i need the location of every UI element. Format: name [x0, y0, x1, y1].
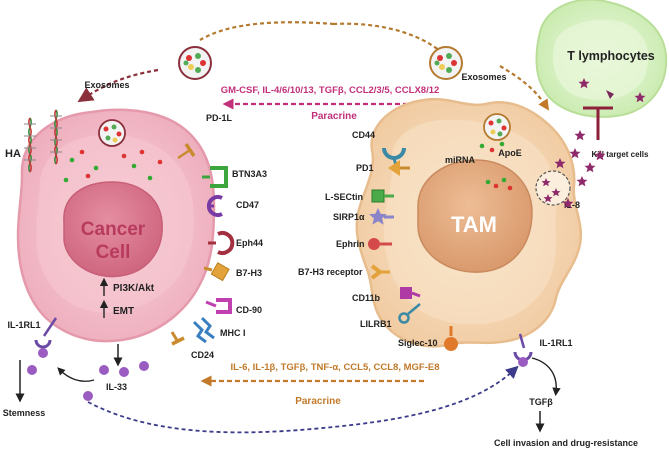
exosome-icon — [429, 46, 463, 80]
exosome-icon — [98, 119, 126, 147]
b7-h3-receptor-icon — [203, 262, 230, 282]
cd47-receptor-icon — [206, 195, 223, 217]
top-cytokines-label: GM-CSF, IL-4/6/10/13, TGFβ, CCL2/3/5, CC… — [221, 85, 440, 96]
invasion-label: Cell invasion and drug-resistance — [494, 438, 638, 448]
exosome-arrow-to-tam — [499, 65, 550, 111]
il-33-ligand — [518, 357, 528, 367]
b7-h3-receptor-partner-icon — [370, 264, 390, 280]
exosome-icon — [178, 46, 212, 80]
il-1rl1-right-label: IL-1RL1 — [539, 338, 572, 348]
ephrin-receptor-icon — [368, 238, 392, 250]
emt-label: EMT — [113, 306, 134, 317]
il-33-ligand — [38, 348, 48, 358]
ha-label: HA — [5, 148, 21, 160]
inhibition-bar-icon — [583, 106, 613, 140]
receptor-label-pd-1l: PD-1L — [206, 113, 233, 123]
exosome-arrow-to-cancer — [77, 68, 159, 103]
tam-nucleus — [417, 159, 533, 273]
il-33-autocrine-arrow — [57, 367, 95, 382]
vesicle-dots — [63, 149, 163, 183]
mirna-label: miRNA — [445, 155, 476, 165]
cancer-cell-title-line1: Cancer — [81, 219, 146, 240]
t-lymphocyte-cell — [535, 0, 668, 118]
exosome-path-right — [333, 22, 449, 59]
receptor-label-cd24: CD24 — [191, 350, 214, 360]
cd11b-receptor-icon — [400, 287, 421, 299]
il-1rl1-receptor-icon — [34, 317, 58, 349]
mhc-i-receptor-icon — [192, 316, 215, 344]
il-33-ligand — [139, 361, 149, 371]
granule-icon — [606, 90, 614, 99]
siglec-10-receptor-icon — [444, 326, 458, 351]
il-8-vesicle — [535, 170, 571, 206]
il-33-ligand — [119, 367, 129, 377]
hyaluronan-chain-icon — [24, 117, 36, 173]
top-paracrine-label: Paracrine — [311, 111, 357, 122]
pd1-receptor-icon — [388, 160, 410, 176]
pd-1l-receptor-icon — [177, 143, 196, 160]
btn3a3-receptor-icon — [202, 166, 228, 188]
receptor-label-sirp1a: SIRP1α — [333, 212, 365, 222]
pi3k-label: PI3K/Akt — [113, 283, 155, 294]
cd24-receptor-icon — [170, 331, 185, 346]
apoe-label: ApoE — [498, 148, 522, 158]
cancer-nucleus — [63, 181, 163, 278]
il-33-path-to-tam — [87, 365, 519, 434]
lilrb1-receptor-icon — [398, 303, 421, 324]
receptor-label-cd11b: CD11b — [352, 293, 381, 303]
receptor-label-cd44: CD44 — [352, 130, 375, 140]
stemness-label: Stemness — [3, 408, 46, 418]
receptor-label-b7-h3: B7-H3 — [236, 268, 262, 278]
il-33-ligand — [83, 391, 93, 401]
il-1rl1-left-label: IL-1RL1 — [7, 320, 40, 330]
t-lymphocytes-label: T lymphocytes — [567, 49, 655, 63]
receptor-label-l-sectin: L-SECtin — [325, 192, 363, 202]
il-33-ligand — [27, 365, 37, 375]
tgfb-arrow — [531, 357, 561, 397]
receptor-label-cd-90: CD-90 — [236, 305, 262, 315]
tam-title: TAM — [451, 212, 497, 237]
exosome-path-mid — [199, 21, 335, 41]
l-sectin-receptor-icon — [371, 189, 394, 203]
kill-target-cells-label: Kill target cells — [592, 150, 649, 159]
exosomes-right-label: Exosomes — [461, 72, 506, 82]
receptor-label-mhc-i: MHC I — [220, 328, 246, 338]
receptor-label-siglec-10: Siglec-10 — [398, 338, 438, 348]
eph44-receptor-icon — [208, 231, 235, 255]
receptor-label-b7-h3-receptor: B7-H3 receptor — [298, 267, 363, 277]
receptor-label-btn3a3: BTN3A3 — [232, 169, 267, 179]
tgfb-label: TGFβ — [529, 397, 553, 407]
il-8-label: IL-8 — [564, 200, 580, 210]
bottom-paracrine-label: Paracrine — [295, 396, 341, 407]
exosome-icon — [483, 113, 511, 141]
il-33-ligand — [99, 365, 109, 375]
bottom-cytokines-label: IL-6, IL-1β, TGFβ, TNF-α, CCL5, CCL8, MG… — [230, 362, 439, 373]
receptor-label-pd1: PD1 — [356, 163, 374, 173]
receptor-label-eph44: Eph44 — [236, 238, 263, 248]
cancer-cell-title-line2: Cell — [96, 242, 131, 263]
sirp1a-receptor-icon — [369, 208, 394, 225]
vesicle-dots — [479, 141, 513, 191]
receptor-label-cd47: CD47 — [236, 200, 259, 210]
hyaluronan-chain-icon — [50, 109, 62, 165]
il-33-label: IL-33 — [106, 382, 127, 392]
exosomes-left-label: Exosomes — [84, 80, 129, 90]
receptor-label-lilrb1: LILRB1 — [360, 319, 392, 329]
cd-90-receptor-icon — [205, 298, 232, 314]
il-8-star-icons — [541, 78, 646, 209]
receptor-label-ephrin: Ephrin — [336, 239, 365, 249]
